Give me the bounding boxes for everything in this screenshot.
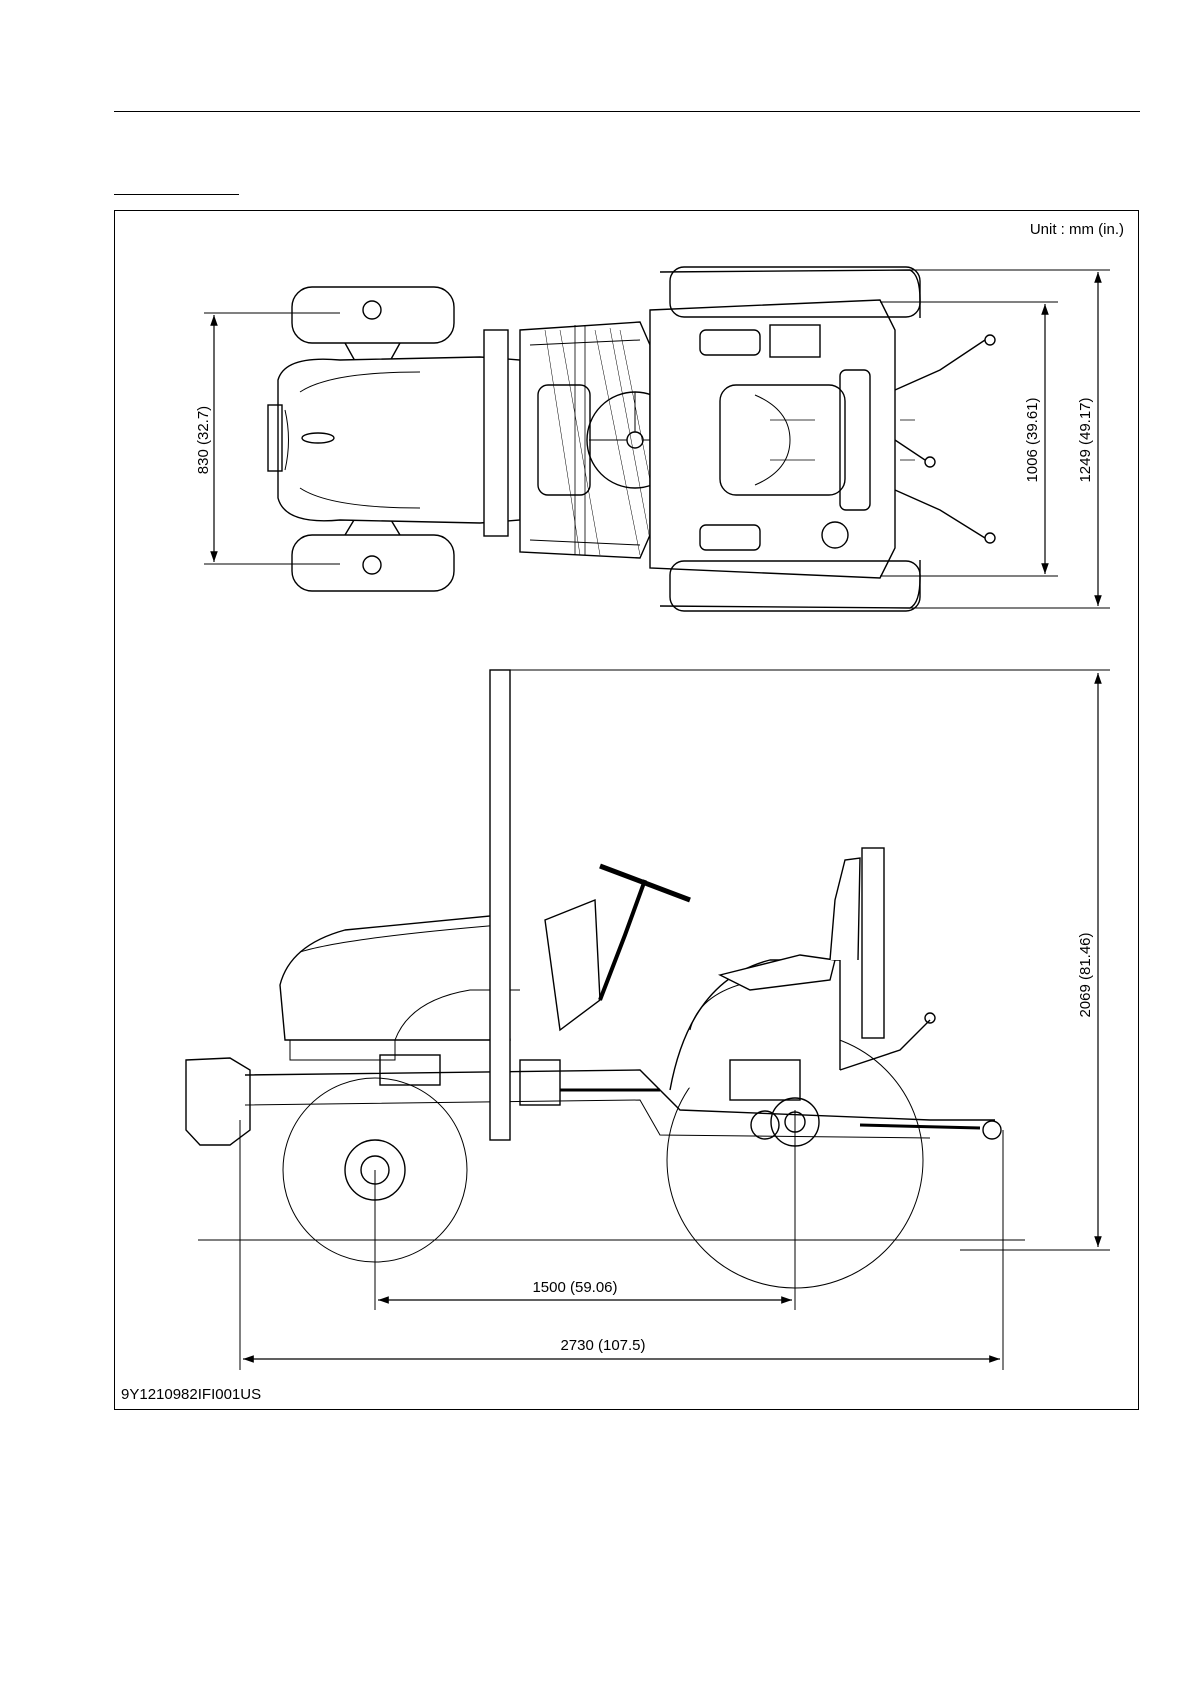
front-track-label: 830 (32.7) [195,406,212,474]
tractor-side-view [186,670,1110,1288]
rear-track-label: 1006 (39.61) [1024,397,1041,482]
overall-width-label: 1249 (49.17) [1077,397,1094,482]
tractor-top-view [268,267,995,611]
overall-height-label: 2069 (81.46) [1077,932,1094,1017]
wheelbase-label: 1500 (59.06) [532,1279,617,1296]
overall-length-label: 2730 (107.5) [560,1337,645,1354]
